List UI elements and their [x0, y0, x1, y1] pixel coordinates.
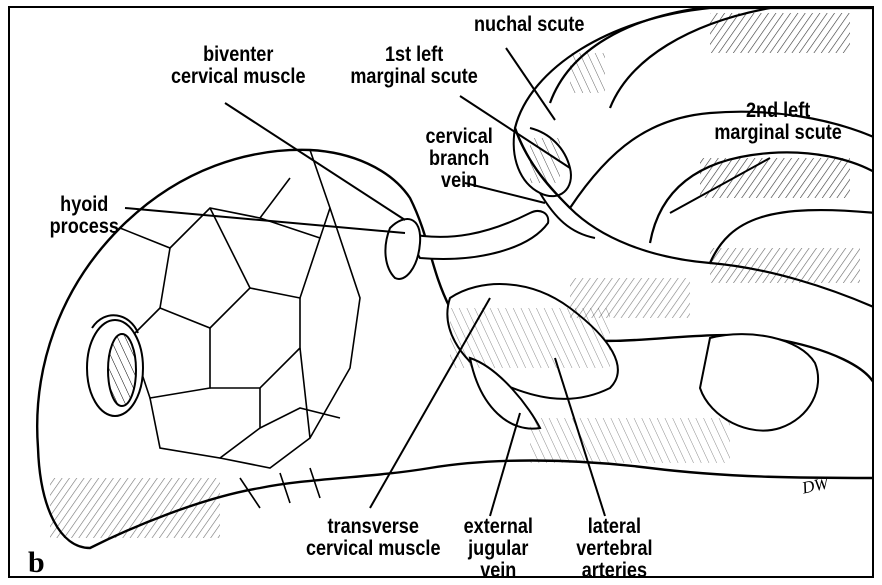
label-transverse-cervical-muscle: transverse cervical muscle [306, 516, 441, 560]
label-line: branch [425, 148, 492, 170]
label-line: 1st left [350, 44, 477, 66]
label-line: marginal scute [350, 66, 477, 88]
turtle-head-illustration [10, 8, 874, 578]
label-nuchal-scute: nuchal scute [474, 14, 584, 36]
label-1st-left-marginal-scute: 1st left marginal scute [350, 44, 477, 88]
label-line: transverse [306, 516, 441, 538]
label-cervical-branch-vein: cervical branch vein [425, 126, 492, 192]
panel-letter: b [28, 548, 45, 578]
label-hyoid-process: hyoid process [50, 194, 119, 238]
label-line: biventer [171, 44, 306, 66]
label-line: hyoid [50, 194, 119, 216]
figure-frame: nuchal scute 1st left marginal scute 2nd… [8, 6, 874, 578]
label-line: cervical muscle [171, 66, 306, 88]
label-2nd-left-marginal-scute: 2nd left marginal scute [714, 100, 841, 144]
label-line: marginal scute [714, 122, 841, 144]
label-line: 2nd left [714, 100, 841, 122]
label-line: process [50, 216, 119, 238]
label-line: vein [464, 560, 533, 578]
label-line: lateral [576, 516, 652, 538]
label-nuchal-scute-text: nuchal scute [474, 14, 584, 36]
label-line: arteries [576, 560, 652, 578]
label-line: vein [425, 170, 492, 192]
label-lateral-vertebral-arteries: lateral vertebral arteries [576, 516, 652, 578]
label-biventer-cervical-muscle: biventer cervical muscle [171, 44, 306, 88]
label-line: cervical [425, 126, 492, 148]
label-line: external [464, 516, 533, 538]
label-line: jugular [464, 538, 533, 560]
label-external-jugular-vein: external jugular vein [464, 516, 533, 578]
label-line: cervical muscle [306, 538, 441, 560]
label-line: vertebral [576, 538, 652, 560]
